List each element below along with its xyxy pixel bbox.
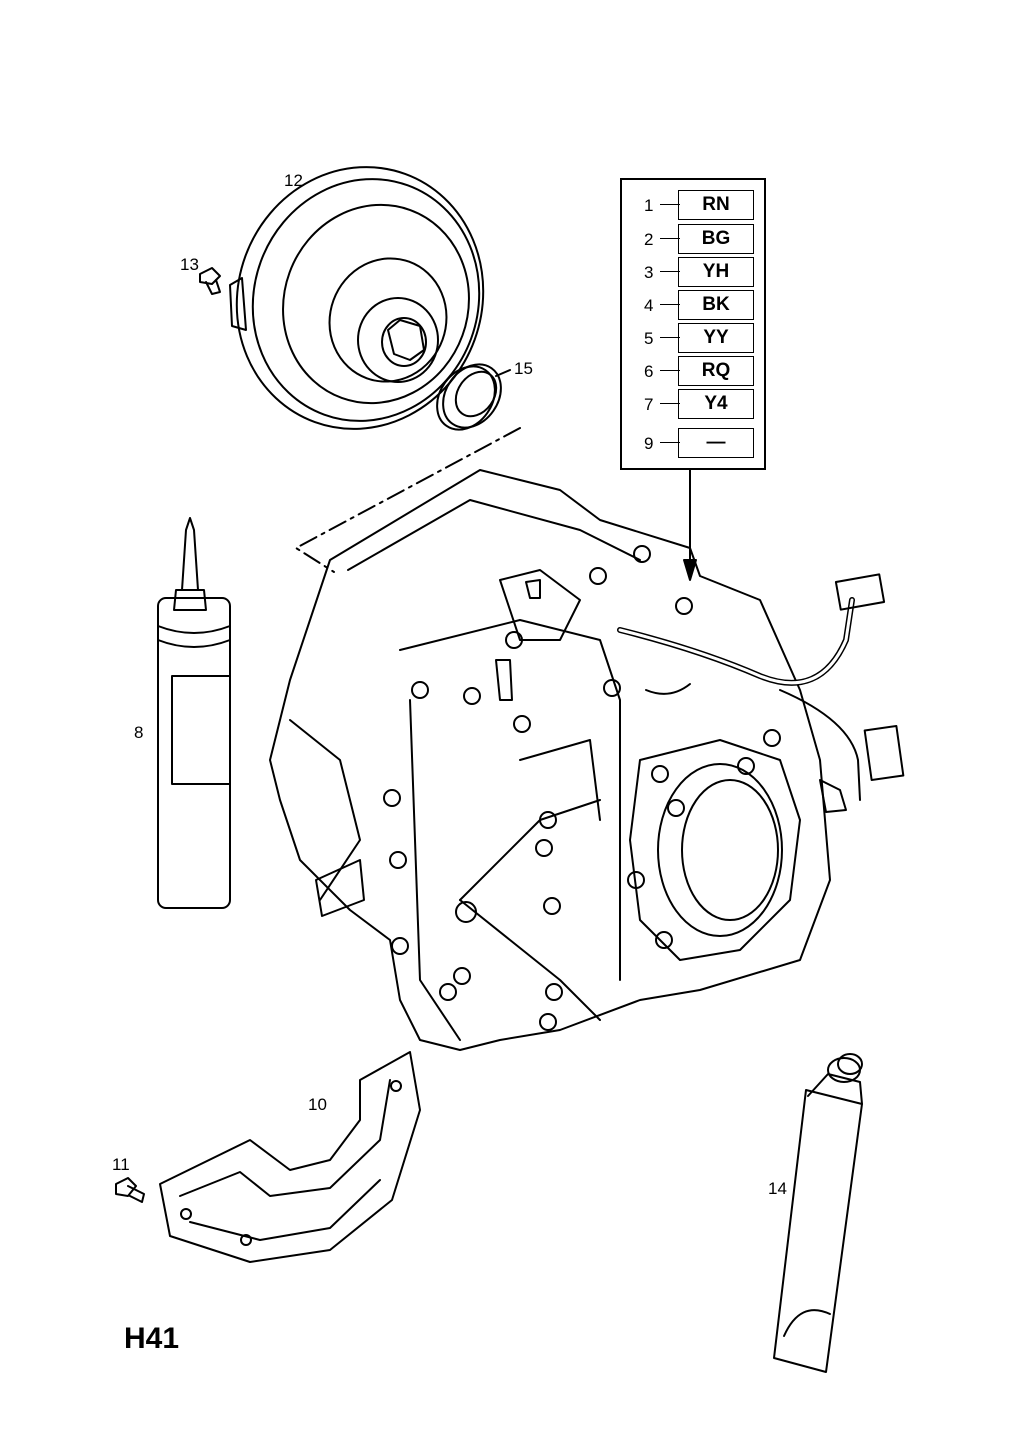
code-row-value: BK: [678, 290, 754, 320]
code-row-tick: [660, 442, 680, 443]
code-row-number: 6: [644, 362, 654, 381]
code-row: 1 RN: [622, 190, 768, 220]
bolt-13: [199, 267, 221, 295]
code-row: 4 BK: [622, 290, 768, 320]
code-row-tick: [660, 370, 680, 371]
page-identifier: H41: [124, 1322, 180, 1355]
code-row: 3 YH: [622, 257, 768, 287]
code-row-value: —: [678, 428, 754, 458]
code-row-number: 3: [644, 263, 654, 282]
callout-10: 10: [308, 1095, 327, 1114]
alignment-line: [295, 427, 521, 573]
code-row-value: YH: [678, 257, 754, 287]
code-row-number: 1: [644, 196, 654, 215]
code-row-tick: [660, 204, 680, 205]
code-box-arrow: [683, 469, 697, 581]
code-row-tick: [660, 271, 680, 272]
bolt-11: [115, 1177, 145, 1203]
code-row-number: 9: [644, 434, 654, 453]
code-row-number: 7: [644, 395, 654, 414]
code-row-value: YY: [678, 323, 754, 353]
oil-seal: [436, 363, 502, 431]
callout-14: 14: [768, 1179, 787, 1198]
code-row-number: 2: [644, 230, 654, 249]
callout-11: 11: [112, 1155, 130, 1174]
code-row-value: BG: [678, 224, 754, 254]
wiring-harness: [617, 573, 905, 813]
callout-15: 15: [514, 359, 533, 378]
code-row-value: RQ: [678, 356, 754, 386]
callout-13: 13: [180, 255, 199, 274]
grease-tube: [773, 1053, 863, 1373]
sealant-cartridge: [157, 517, 231, 909]
code-row: 5 YY: [622, 323, 768, 353]
transmission-housing: [269, 469, 831, 1051]
code-row: 7 Y4: [622, 389, 768, 419]
callout-12: 12: [284, 171, 303, 190]
code-row-tick: [660, 337, 680, 338]
code-row-value: RN: [678, 190, 754, 220]
code-row-tick: [660, 304, 680, 305]
code-row: 2 BG: [622, 224, 768, 254]
bottom-shield: [159, 1051, 421, 1263]
code-row-number: 4: [644, 296, 654, 315]
code-row-tick: [660, 403, 680, 404]
code-row: 9—: [622, 428, 768, 458]
leader-line: [495, 369, 511, 377]
code-row: 6 RQ: [622, 356, 768, 386]
torque-converter: [229, 166, 485, 430]
code-row-value: Y4: [678, 389, 754, 419]
callout-8: 8: [134, 723, 144, 742]
code-row-number: 5: [644, 329, 654, 348]
code-row-tick: [660, 238, 680, 239]
